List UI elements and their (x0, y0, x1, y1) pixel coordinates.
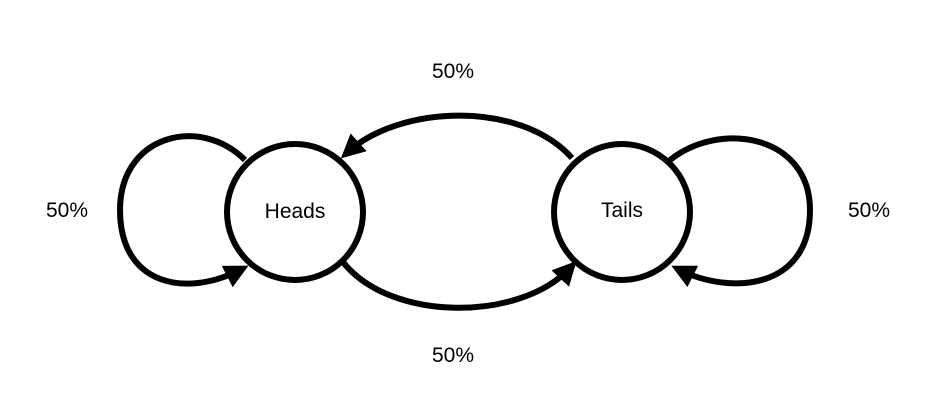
heads-to-tails-arrow (340, 260, 577, 311)
heads-to-tails-probability: 50% (431, 344, 475, 367)
heads-node-circle (224, 141, 366, 283)
tails-self-probability: 50% (847, 199, 891, 222)
heads-self-loop-arrow (116, 133, 249, 288)
tails-node-circle (551, 141, 693, 283)
tails-to-heads-arrow (340, 112, 575, 161)
tails-self-loop-arrow (668, 135, 814, 288)
tails-node-label: Tails (600, 199, 644, 222)
tails-to-heads-probability: 50% (431, 60, 475, 83)
heads-node-label: Heads (264, 200, 326, 223)
heads-self-probability: 50% (45, 199, 89, 222)
